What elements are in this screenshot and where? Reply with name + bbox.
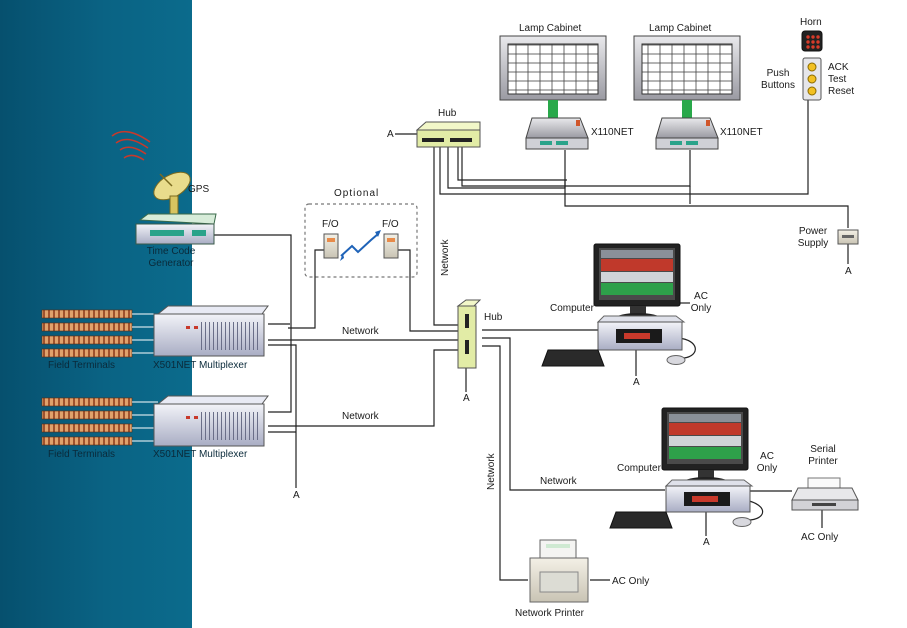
fo-2-label: F/O [382,219,399,230]
ac-only-computer-1-label: AC Only [690,291,712,314]
gps-signal-waves [111,130,151,161]
time-code-generator-label: Time Code Generator [146,246,196,269]
network-printer [529,539,589,603]
multiplexer-1-label: X501NET Multiplexer [153,360,248,371]
a-computer-1-label: A [633,377,640,388]
gps-label: GPS [188,184,210,195]
push-button-station [802,57,822,101]
lamp-cabinet-1-label: Lamp Cabinet [519,23,582,34]
hub-center-label: Hub [484,312,503,323]
a-hub-top-label: A [387,129,394,140]
computer-1 [541,243,686,367]
x501net-multiplexer-2 [153,395,269,447]
network-label-1: Network [342,326,379,337]
hub-top [415,121,481,148]
network-printer-label: Network Printer [515,608,584,619]
field-terminals-2-label: Field Terminals [48,449,116,460]
network-label-3: Network [540,476,577,487]
computer-2 [609,407,754,529]
fo-1-label: F/O [322,219,339,230]
field-terminals-1-label: Field Terminals [48,360,116,371]
a-hub-center-label: A [463,393,470,404]
computer-2-label: Computer [617,463,661,474]
network-vertical-label-2: Network [486,453,497,490]
power-supply [837,229,859,245]
fo-transceiver-1 [323,233,339,259]
lamp-cabinet-2 [633,35,741,118]
reset-label: Reset [828,86,855,97]
x110net-unit-2 [655,117,719,150]
ack-label: ACK [828,62,849,73]
test-label: Test [828,74,847,85]
network-vertical-label-1: Network [440,239,451,276]
horn-label: Horn [800,17,822,28]
fiber-link-icon [340,233,379,257]
x110net-unit-1 [525,117,589,150]
a-power-label: A [845,266,852,277]
x110net-1-label: X110NET [591,127,634,138]
field-terminals-group-2 [41,397,158,446]
x110net-2-label: X110NET [720,127,763,138]
field-terminals-group-1 [41,309,158,358]
power-supply-label: Power Supply [797,226,829,249]
multiplexer-2-label: X501NET Multiplexer [153,449,248,460]
computer-1-label: Computer [550,303,594,314]
a-multiplexer-label: A [293,490,300,501]
optional-fo-box [304,203,418,278]
serial-printer-label: Serial Printer [808,444,838,467]
push-buttons-label: Push Buttons [761,68,795,91]
fo-transceiver-2 [383,233,399,259]
optional-label: Optional [334,188,380,199]
serial-printer [791,477,859,511]
lamp-cabinet-1 [499,35,607,118]
ac-only-computer-2-label: AC Only [756,451,778,474]
gps-dish [153,171,191,219]
hub-top-label: Hub [438,108,457,119]
time-code-generator [135,213,217,245]
ac-only-network-printer-label: AC Only [612,576,650,587]
hub-center [456,299,482,369]
cables [212,100,849,581]
a-computer-2-label: A [703,537,710,548]
network-label-2: Network [342,411,379,422]
horn-device [801,30,823,52]
x501net-multiplexer-1 [153,305,269,357]
lamp-cabinet-2-label: Lamp Cabinet [649,23,712,34]
ac-only-serial-printer-label: AC Only [801,532,839,543]
